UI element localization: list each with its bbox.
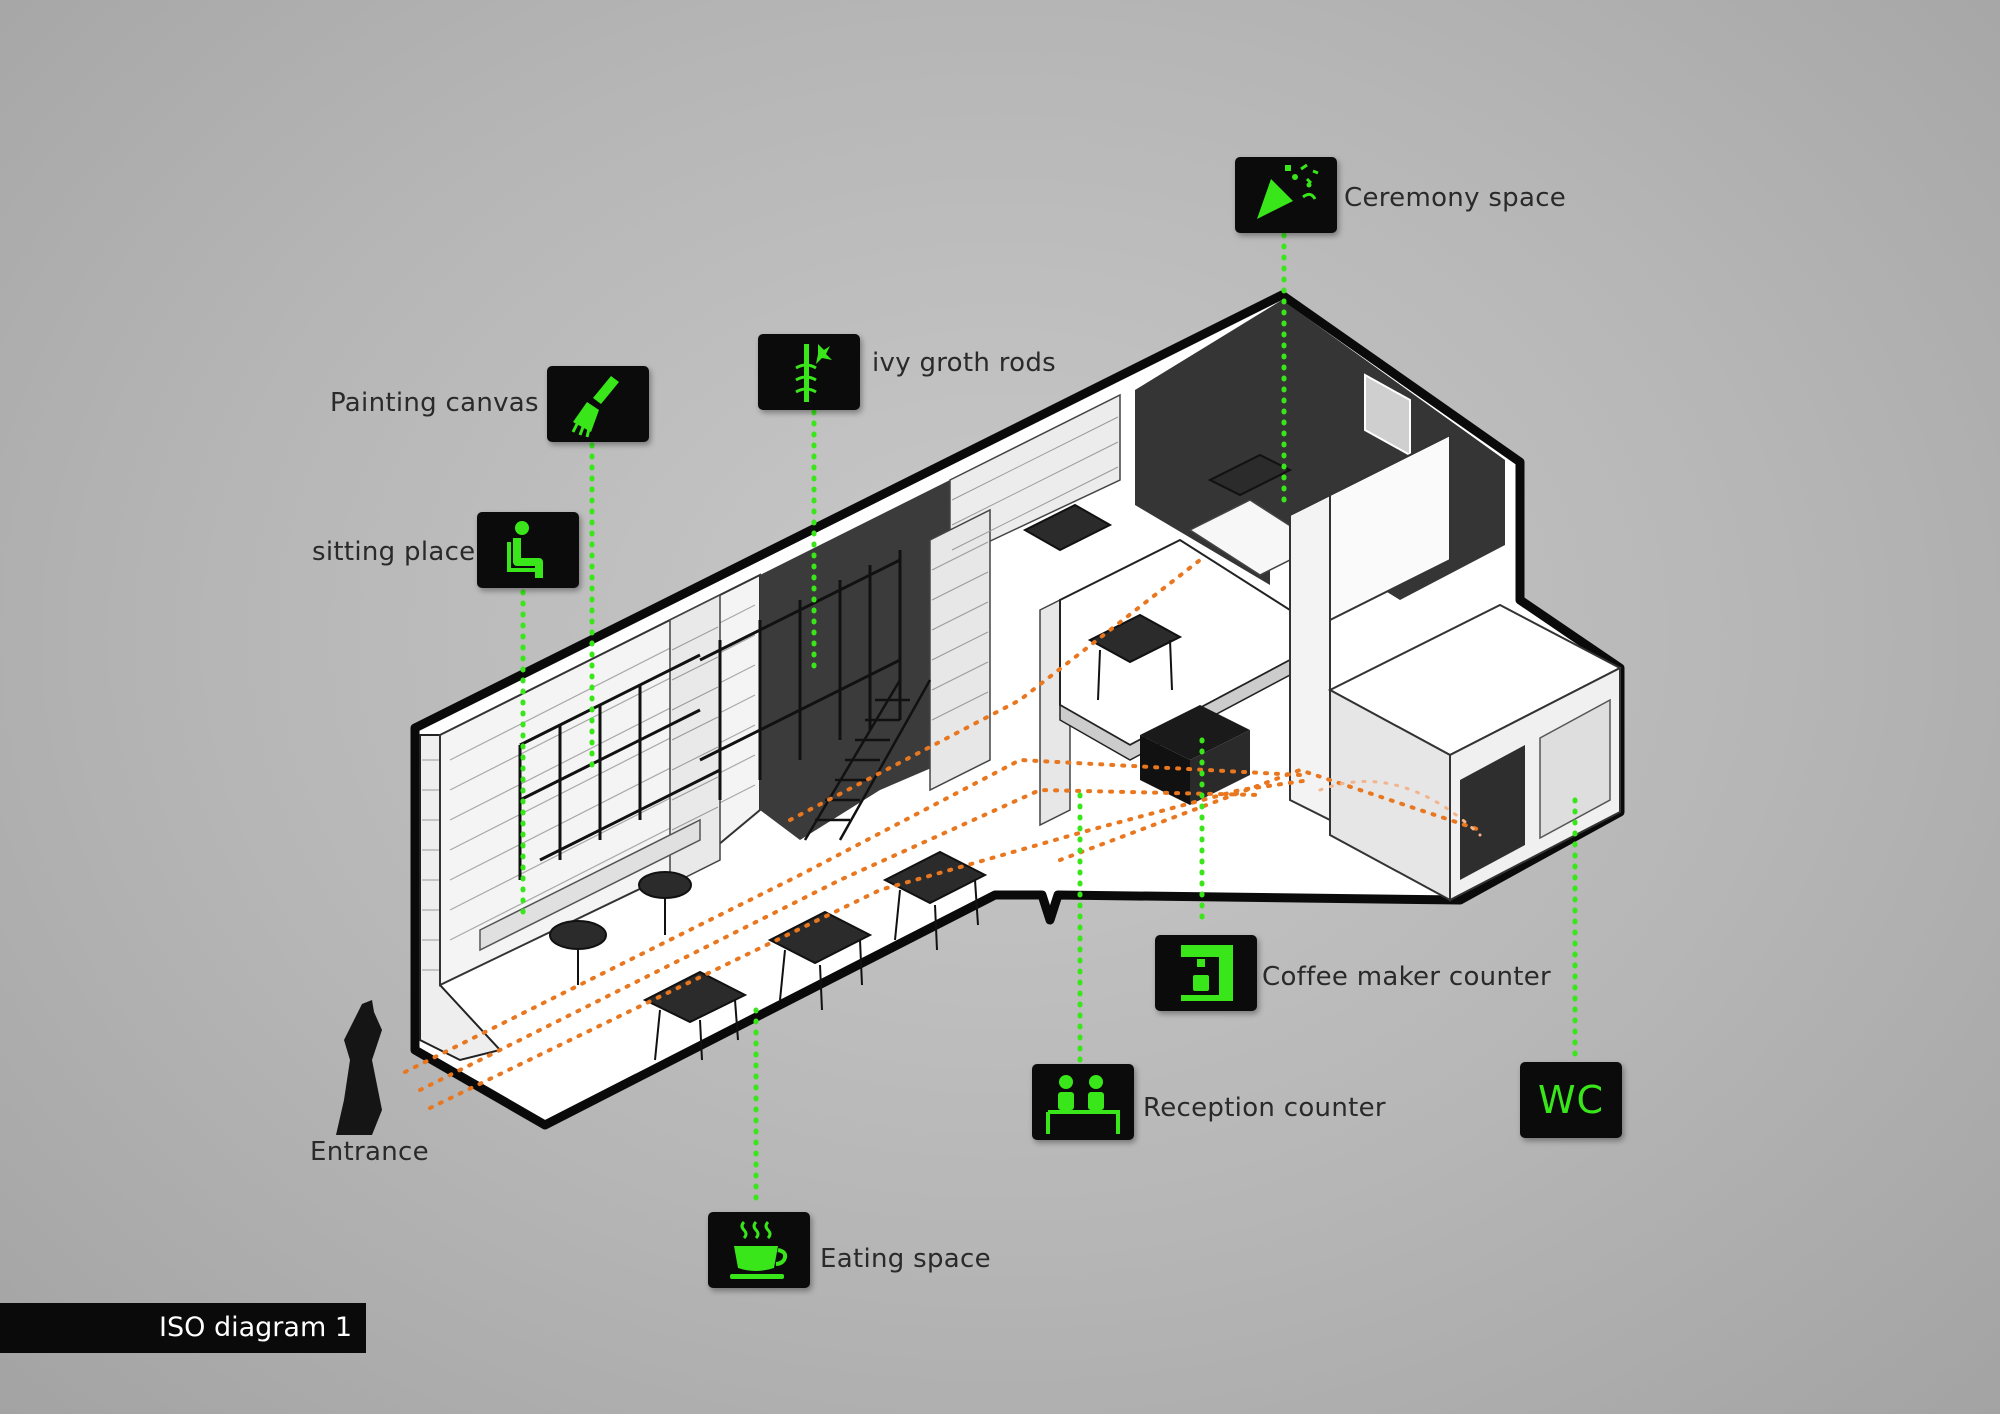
bench [479,818,701,952]
core-block-top [1289,434,1451,516]
leader-lines [520,232,1578,1211]
wc-door-light [1539,698,1611,840]
brick-pattern-back [449,604,756,941]
coffee-counter-front [1140,735,1190,805]
seated-person-icon [477,512,579,588]
entrance-figure [336,1000,382,1135]
coffee-machine-icon [1155,935,1257,1011]
stair [803,679,932,841]
reception-counter-label: Reception counter [1143,1093,1386,1123]
entrance-label: Entrance [310,1137,429,1167]
brick-pattern-left [422,759,440,971]
coffee-counter-top [1140,705,1250,760]
reception-people-icon [1032,1064,1134,1140]
sitting-place-label: sitting place [312,537,476,567]
diagram-caption: ISO diagram 1 [159,1312,352,1343]
wc-label: WC [1537,1078,1605,1122]
table-legs [577,639,1173,1061]
dark-feature-wall [760,480,950,840]
eating-space-label: Eating space [820,1244,991,1274]
caption-bar: ISO diagram 1 [0,1303,366,1353]
ivy-rod-icon [758,334,860,410]
coffee-counter-side [1190,730,1250,805]
coffee-cup-icon [708,1212,810,1288]
ivy-groth-rods-label: ivy groth rods [872,348,1057,378]
paintbrush-icon [547,366,649,442]
hanging-rods [518,550,902,880]
ceremony-space-label: Ceremony space [1344,183,1567,213]
brick-column-3 [929,508,991,792]
circulation-paths [403,558,1482,1110]
wc-door-dark [1460,745,1525,880]
wc-sign: WC [1520,1062,1622,1138]
painting-canvas-label: Painting canvas [330,388,539,418]
party-popper-icon [1235,157,1337,233]
furniture [549,453,1293,1024]
coffee-maker-counter-label: Coffee maker counter [1262,962,1552,992]
